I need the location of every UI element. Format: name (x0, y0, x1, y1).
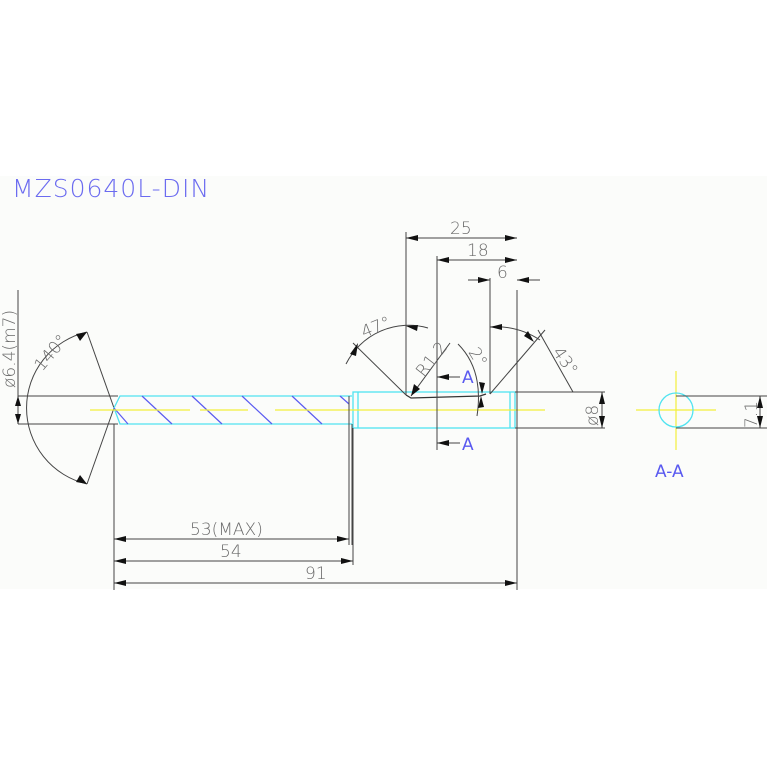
point-angle-dimension: 140° (26, 331, 115, 485)
angle-43-label: 43° (548, 343, 582, 379)
section-marker-top: A (462, 368, 474, 388)
angle-47-dimension: 47° (345, 313, 429, 396)
section-markers: A A (437, 368, 474, 455)
flute-length-label: 53(MAX) (190, 520, 263, 540)
top-dimensions: 25 18 6 (405, 219, 540, 450)
radius-dimension: R1.2 (410, 338, 452, 397)
flat-height-label: 7.1 (742, 401, 762, 428)
drawing-panel (0, 176, 767, 589)
shank-diameter-label: ø6.4(m7) (0, 310, 20, 388)
collar-length-label: 6 (497, 263, 508, 283)
angle-47-label: 47° (358, 313, 393, 343)
point-angle-label: 140° (31, 331, 73, 375)
neck-to-end-label: 25 (450, 219, 472, 239)
groove-to-end-label: 18 (467, 241, 489, 261)
body-length-label: 54 (220, 542, 242, 562)
angle-2-label: 2° (464, 344, 491, 371)
end-diameter-label: ø8 (583, 405, 603, 426)
drill-body (90, 391, 605, 429)
drawing-title: MZS0640L-DIN (12, 174, 210, 203)
section-view: 7.1 A-A (636, 371, 767, 482)
angle-43-dimension: 43° (489, 324, 582, 395)
section-marker-bottom: A (462, 435, 474, 455)
length-dimensions: 53(MAX) 54 91 (113, 290, 518, 590)
section-label: A-A (655, 462, 684, 482)
shank-diameter-dimension: ø6.4(m7) (0, 290, 118, 425)
end-diameter-dimension: ø8 (583, 392, 605, 428)
radius-label: R1.2 (412, 338, 452, 381)
overall-length-label: 91 (305, 564, 327, 584)
